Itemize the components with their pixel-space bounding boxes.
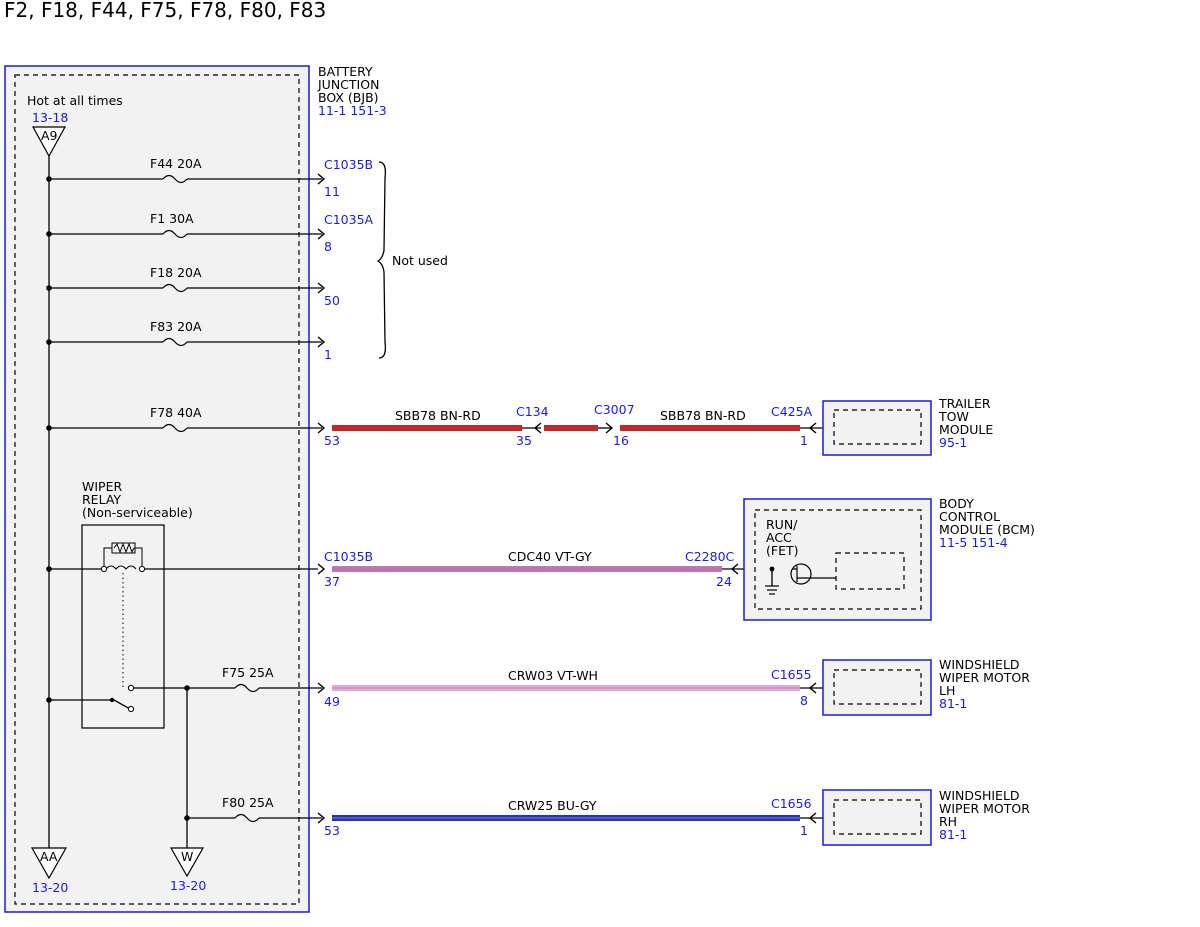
pin-label: 53: [324, 433, 340, 448]
fuse-label: F18 20A: [150, 265, 202, 280]
pin-c2280c: 24: [716, 574, 732, 589]
a9-ref: 13-18: [32, 110, 68, 125]
pin-53-rh: 53: [324, 823, 340, 838]
bcm-ref: 11-5 151-4: [939, 535, 1008, 550]
connector-c1035b-bcm: C1035B: [324, 549, 373, 564]
wiper-rh-ref: 81-1: [939, 827, 967, 842]
wiper-lh-line-3: LH: [939, 683, 955, 698]
bcm-line-3: MODULE (BCM): [939, 522, 1035, 537]
wire-label-crw03: CRW03 VT-WH: [508, 668, 598, 683]
bcm-internal-line-2: ACC: [766, 530, 792, 545]
relay-label-line-1: WIPER: [82, 479, 122, 494]
connector-label: C1035B: [324, 157, 373, 172]
trailer-module-line-3: MODULE: [939, 422, 993, 437]
a9-label: A9: [41, 128, 58, 143]
fuse-label: F75 25A: [222, 665, 274, 680]
pin-label: 8: [324, 239, 332, 254]
connector-c1655: C1655: [771, 667, 812, 682]
fuse-row-f1: F1 30A C1035A 8: [46, 211, 374, 254]
wiper-lh-line-1: WINDSHIELD: [939, 657, 1020, 672]
wiper-rh-line-1: WINDSHIELD: [939, 788, 1020, 803]
bcm-line-1: BODY: [939, 496, 974, 511]
not-used-brace: Not used: [376, 161, 448, 359]
bjb-name-line-1: BATTERY: [318, 64, 373, 79]
bcm-internal-line-3: (FET): [766, 543, 798, 558]
connector-c3007: C3007: [594, 402, 635, 417]
fuse-label: F83 20A: [150, 319, 202, 334]
bjb-name-line-3: BOX (BJB): [318, 90, 379, 105]
pin-c134: 35: [516, 433, 532, 448]
connector-c2280c: C2280C: [685, 549, 735, 564]
connector-c425a: C425A: [771, 404, 813, 419]
wiper-rh-line-2: WIPER MOTOR: [939, 801, 1030, 816]
w-terminal: W 13-20: [169, 847, 206, 893]
circuit-wiper-lh: 49 CRW03 VT-WH C1655 8 WINDSHIELD WIPER …: [317, 657, 1030, 716]
pin-c425a: 1: [800, 433, 808, 448]
connector-label: C1035A: [324, 212, 374, 227]
battery-junction-box: BATTERY JUNCTION BOX (BJB) 11-1 151-3: [4, 64, 387, 913]
fuse-row-f44: F44 20A C1035B 11: [46, 156, 373, 199]
pin-label: 50: [324, 293, 340, 308]
aa-ref: 13-20: [32, 880, 68, 895]
trailer-module-line-1: TRAILER: [938, 396, 991, 411]
hot-at-all-times-label: Hot at all times: [27, 93, 123, 108]
relay-label-line-2: RELAY: [82, 492, 121, 507]
fuse-label: F78 40A: [150, 405, 202, 420]
connector-c134: C134: [516, 404, 549, 419]
wire-label-cdc40: CDC40 VT-GY: [508, 549, 592, 564]
bcm-internal-line-1: RUN/: [766, 517, 798, 532]
bjb-name-line-2: JUNCTION: [317, 77, 379, 92]
circuit-bcm: C1035B 37 CDC40 VT-GY C2280C 24 RUN/ ACC…: [317, 496, 1035, 621]
fuse-row-f83: F83 20A 1: [46, 319, 332, 362]
trailer-module-ref: 95-1: [939, 435, 967, 450]
fuse-row-f78: F78 40A 53: [46, 405, 340, 448]
wiper-lh-line-2: WIPER MOTOR: [939, 670, 1030, 685]
pin-c3007: 16: [613, 433, 629, 448]
fuse-row-f18: F18 20A 50: [46, 265, 340, 308]
not-used-label: Not used: [392, 253, 448, 268]
relay-fuse-rows: F75 25A F80 25A: [187, 665, 322, 823]
circuit-wiper-rh: 53 CRW25 BU-GY C1656 1 WINDSHIELD WIPER …: [317, 788, 1030, 846]
pin-49: 49: [324, 694, 340, 709]
pin-label: 1: [324, 347, 332, 362]
wire-label-sbb78-a: SBB78 BN-RD: [395, 408, 481, 423]
relay-label-line-3: (Non-serviceable): [82, 505, 193, 520]
diagram-title: F2, F18, F44, F75, F78, F80, F83: [4, 0, 326, 22]
bcm-line-2: CONTROL: [939, 509, 1000, 524]
w-ref: 13-20: [170, 878, 206, 893]
connector-c1656: C1656: [771, 796, 812, 811]
circuit-trailer-tow: SBB78 BN-RD SBB78 BN-RD C134 35 C3007 16…: [332, 396, 993, 456]
bjb-ref: 11-1 151-3: [318, 103, 387, 118]
pin-label: 11: [324, 184, 340, 199]
pin-c1655: 8: [800, 693, 808, 708]
pin-37: 37: [324, 574, 340, 589]
w-label: W: [181, 849, 193, 864]
aa-label: AA: [40, 849, 58, 864]
pin-c1656: 1: [800, 823, 808, 838]
fuse-row-f75: F75 25A: [187, 665, 322, 693]
wiper-relay: WIPER RELAY (Non-serviceable): [46, 479, 193, 729]
wire-label-sbb78-b: SBB78 BN-RD: [660, 408, 746, 423]
wiper-lh-ref: 81-1: [939, 696, 967, 711]
fuse-label: F80 25A: [222, 795, 274, 810]
aa-terminal: AA 13-20: [30, 847, 68, 895]
trailer-module-line-2: TOW: [938, 409, 969, 424]
wiper-rh-line-3: RH: [939, 814, 957, 829]
fuse-label: F1 30A: [150, 211, 194, 226]
fuse-label: F44 20A: [150, 156, 202, 171]
fuse-row-f80: F80 25A: [187, 795, 322, 823]
a9-terminal: A9: [31, 126, 67, 158]
wire-label-crw25: CRW25 BU-GY: [508, 798, 597, 813]
